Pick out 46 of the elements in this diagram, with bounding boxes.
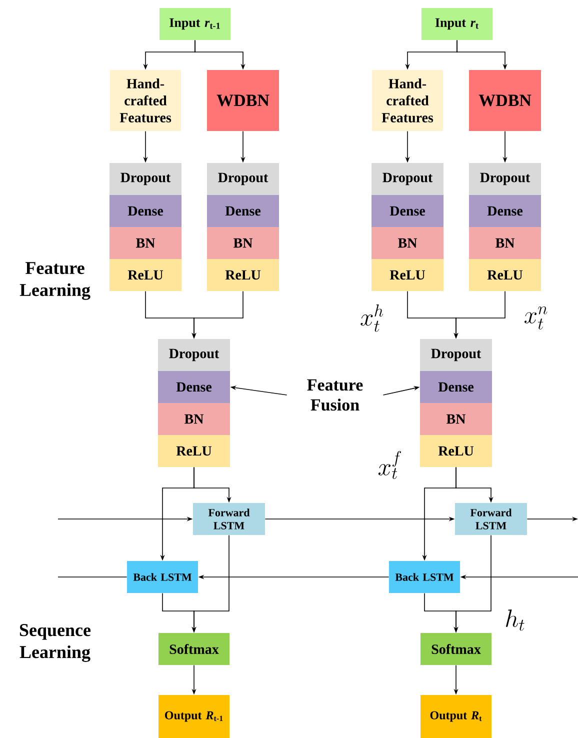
variable-label: $h_t$ — [506, 610, 524, 631]
layer-box: ReLU — [110, 259, 182, 291]
output-box: Output R$_{t-1}$ — [158, 695, 230, 738]
lstm-box: Back LSTM — [389, 561, 460, 593]
layer-box: ReLU — [158, 435, 230, 467]
variable-label: $x_t^f$ — [378, 451, 402, 479]
input-box: Input r$_{t}$ — [422, 8, 492, 40]
layer-box: Dense — [207, 195, 279, 227]
input-box: Input r$_{t-1}$ — [160, 8, 230, 40]
layer-box: Dropout — [420, 339, 492, 371]
layer-box: Dropout — [158, 339, 230, 371]
layer-box: ReLU — [469, 259, 541, 291]
lstm-box: Forward LSTM — [455, 503, 527, 535]
layer-box: Dropout — [207, 163, 279, 195]
lstm-box: Forward LSTM — [193, 503, 265, 535]
layer-box: Dropout — [372, 163, 444, 195]
softmax-box: Softmax — [158, 633, 230, 665]
lstm-box: Back LSTM — [127, 561, 198, 593]
layer-box: BN — [110, 227, 182, 259]
fusion-label: Feature Fusion — [307, 379, 363, 411]
network-box: WDBN — [207, 70, 279, 131]
layer-box: Dense — [110, 195, 182, 227]
feature-box: Hand-crafted Features — [110, 70, 181, 131]
layer-box: ReLU — [420, 435, 492, 467]
layer-box: BN — [372, 227, 444, 259]
layer-box: Dropout — [469, 163, 541, 195]
softmax-box: Softmax — [420, 633, 492, 665]
layer-box: ReLU — [207, 259, 279, 291]
variable-label: $x_t^n$ — [524, 306, 548, 330]
layer-box: BN — [158, 403, 230, 435]
variable-label: $x_t^h$ — [360, 304, 384, 332]
layer-box: Dense — [469, 195, 541, 227]
layer-box: Dense — [158, 371, 230, 403]
layer-box: Dense — [420, 371, 492, 403]
section-label: Feature Learning — [20, 262, 90, 300]
output-box: Output R$_{t}$ — [420, 695, 492, 738]
layer-box: Dropout — [110, 163, 182, 195]
layer-box: Dense — [372, 195, 444, 227]
layer-box: ReLU — [372, 259, 444, 291]
network-box: WDBN — [469, 70, 541, 131]
feature-box: Hand-crafted Features — [372, 70, 443, 131]
layer-box: BN — [420, 403, 492, 435]
line — [58, 576, 128, 578]
layer-box: BN — [207, 227, 279, 259]
section-label: Sequence Learning — [20, 624, 91, 662]
layer-box: BN — [469, 227, 541, 259]
